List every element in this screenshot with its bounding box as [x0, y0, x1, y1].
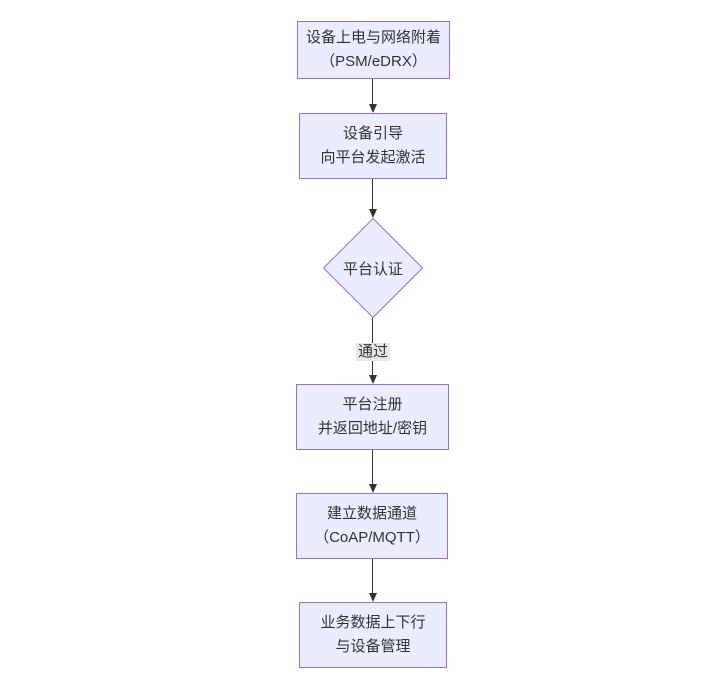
- arrowhead-down-icon: [369, 104, 377, 113]
- node-label-line: 业务数据上下行: [320, 614, 426, 631]
- node-platform-auth-decision: 平台认证: [323, 218, 423, 318]
- node-bootstrap: 设备引导 向平台发起激活: [299, 113, 447, 179]
- edge-line: [372, 179, 373, 210]
- node-label-line: 并返回地址/密钥: [317, 420, 428, 437]
- node-label-line: （CoAP/MQTT）: [314, 529, 430, 546]
- node-platform-register: 平台注册 并返回地址/密钥: [296, 384, 449, 450]
- node-label-line: 设备引导: [342, 125, 403, 142]
- node-business-data: 业务数据上下行 与设备管理: [299, 602, 447, 668]
- edge-line: [372, 450, 373, 485]
- node-label-line: 设备上电与网络附着: [305, 29, 441, 46]
- arrowhead-down-icon: [369, 209, 377, 218]
- arrowhead-down-icon: [369, 593, 377, 602]
- node-label-line: 平台认证: [342, 260, 403, 278]
- arrowhead-down-icon: [369, 484, 377, 493]
- node-label-line: 向平台发起激活: [320, 149, 426, 166]
- node-data-channel: 建立数据通道 （CoAP/MQTT）: [296, 493, 448, 559]
- edge-line: [372, 79, 373, 105]
- node-label-line: 平台注册: [342, 396, 403, 413]
- diamond-shape: [323, 218, 423, 318]
- edge-line: [372, 559, 373, 594]
- node-label-line: 建立数据通道: [326, 505, 417, 522]
- arrowhead-down-icon: [369, 375, 377, 384]
- edge-label-pass: 通过: [355, 343, 391, 361]
- node-label-line: （PSM/eDRX）: [320, 53, 427, 70]
- node-label-line: 与设备管理: [335, 638, 411, 655]
- node-power-on-attach: 设备上电与网络附着 （PSM/eDRX）: [297, 21, 450, 79]
